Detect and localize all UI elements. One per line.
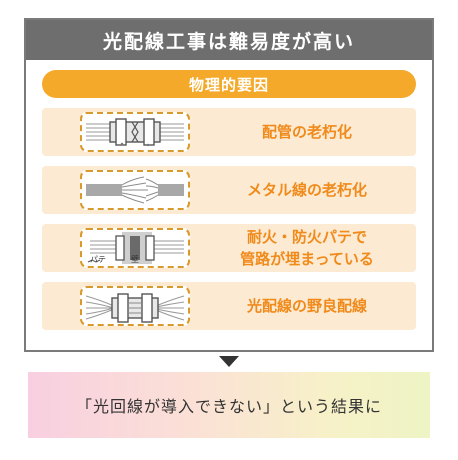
cause-item-stray-wiring: 光配線の野良配線 xyxy=(42,282,416,330)
result-banner: 「光回線が導入できない」という結果に xyxy=(28,372,430,438)
cause-label: 光配線の野良配線 xyxy=(246,297,367,315)
putty-label: パテ xyxy=(90,255,106,264)
causes-panel: 光配線工事は難易度が高い 物理的要因 配管の老朽化 xyxy=(24,18,434,352)
cause-item-pipe-aging: 配管の老朽化 xyxy=(42,108,416,156)
down-arrow-icon xyxy=(219,356,239,367)
section-heading: 物理的要因 xyxy=(42,70,416,98)
panel-title: 光配線工事は難易度が高い xyxy=(26,20,432,60)
corroded-pipe-icon xyxy=(80,112,190,152)
cause-item-metal-wire-aging: メタル線の老朽化 xyxy=(42,166,416,214)
cause-label: 配管の老朽化 xyxy=(261,123,352,141)
cause-label: 耐火・防火パテで 管路が埋まっている xyxy=(240,228,374,268)
frayed-metal-wire-icon xyxy=(80,170,190,210)
cause-item-putty-filled-conduit: パテ 壁 耐火・防火パテで 管路が埋まっている xyxy=(42,224,416,272)
cause-label: メタル線の老朽化 xyxy=(246,181,367,199)
result-text: 「光回線が導入できない」という結果に xyxy=(75,397,382,416)
putty-filled-conduit-icon: パテ 壁 xyxy=(80,228,190,268)
tangled-cables-icon xyxy=(80,286,190,326)
wall-label: 壁 xyxy=(131,255,139,264)
